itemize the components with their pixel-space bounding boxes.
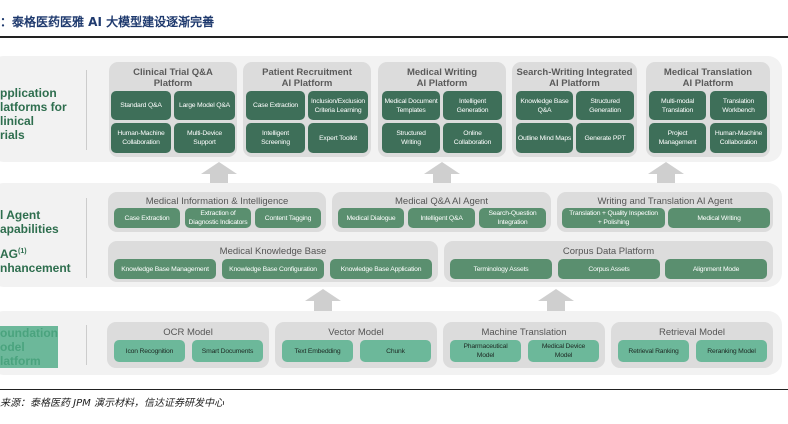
group-title: Medical Translation AI Platform bbox=[663, 67, 753, 89]
cell: Extraction of Diagnostic Indicators bbox=[185, 208, 251, 228]
group-title: OCR Model bbox=[163, 327, 213, 338]
foundation-layer-label: oundation odel latform bbox=[0, 326, 58, 368]
application-layer-label: pplication latforms for linical rials bbox=[0, 86, 67, 142]
cell: Knowledge Base Application bbox=[330, 259, 432, 279]
cell: Intelligent Generation bbox=[443, 91, 502, 120]
group-title: Medical Q&A AI Agent bbox=[395, 196, 488, 207]
group-title: Patient Recruitment AI Platform bbox=[262, 67, 352, 89]
cell: Expert Toolkit bbox=[308, 123, 368, 153]
cell: Corpus Assets bbox=[558, 259, 660, 279]
agent-layer-label: l Agent apabilities bbox=[0, 208, 59, 236]
group-title: Machine Translation bbox=[481, 327, 567, 338]
cell: Retrieval Ranking bbox=[618, 340, 689, 362]
rag-layer-label: AG(1) nhancement bbox=[0, 245, 71, 275]
group-medical-translation: Medical Translation AI Platform Multi-mo… bbox=[646, 62, 770, 157]
group-writing-translation-agent: Writing and Translation AI Agent Transla… bbox=[557, 192, 773, 232]
source-note: 来源：泰格医药 JPM 演示材料，信达证券研发中心 bbox=[0, 398, 224, 409]
cell: Project Management bbox=[649, 123, 706, 153]
group-machine-translation: Machine Translation Pharmaceutical Model… bbox=[443, 322, 605, 368]
cell: Multi-Device Support bbox=[174, 123, 235, 153]
group-retrieval-model: Retrieval Model Retrieval Ranking Rerank… bbox=[611, 322, 773, 368]
rag-footnote: (1) bbox=[18, 248, 27, 255]
cell: Translation Workbench bbox=[710, 91, 767, 120]
cell: Knowledge Base Q&A bbox=[516, 91, 573, 120]
group-medical-qa-agent: Medical Q&A AI Agent Medical Dialogue In… bbox=[332, 192, 551, 232]
cell: Case Extraction bbox=[114, 208, 180, 228]
cell: Multi-modal Translation bbox=[649, 91, 706, 120]
up-arrow-icon bbox=[538, 289, 574, 311]
cell: Outline Mind Maps bbox=[516, 123, 573, 153]
group-title: Medical Knowledge Base bbox=[219, 246, 327, 257]
cell: Human-Machine Collaboration bbox=[710, 123, 767, 153]
group-ocr-model: OCR Model Icon Recognition Smart Documen… bbox=[107, 322, 269, 368]
cell: Structured Writing bbox=[382, 123, 440, 153]
group-title: Medical Information & Intelligence bbox=[145, 196, 289, 207]
group-title: Vector Model bbox=[328, 327, 384, 338]
cell: Human-Machine Collaboration bbox=[111, 123, 171, 153]
cell: Knowledge Base Management bbox=[114, 259, 216, 279]
group-patient-recruitment: Patient Recruitment AI Platform Case Ext… bbox=[243, 62, 371, 157]
cell: Standard Q&A bbox=[111, 91, 171, 120]
cell: Large Model Q&A bbox=[174, 91, 235, 120]
group-title: Corpus Data Platform bbox=[562, 246, 655, 257]
group-title: Clinical Trial Q&A Platform bbox=[133, 67, 213, 89]
group-title: Retrieval Model bbox=[659, 327, 725, 338]
group-medical-writing: Medical Writing AI Platform Medical Docu… bbox=[378, 62, 506, 157]
layer-divider bbox=[86, 70, 87, 150]
cell: Reranking Model bbox=[696, 340, 767, 362]
cell: Medical Document Templates bbox=[382, 91, 440, 120]
up-arrow-icon bbox=[648, 162, 684, 184]
source-divider bbox=[0, 389, 788, 390]
up-arrow-icon bbox=[201, 162, 237, 184]
cell: Intelligent Screening bbox=[246, 123, 305, 153]
cell: Knowledge Base Configuration bbox=[222, 259, 324, 279]
layer-divider bbox=[86, 325, 87, 365]
cell: Pharmaceutical Model bbox=[450, 340, 521, 362]
up-arrow-icon bbox=[305, 289, 341, 311]
cell: Case Extraction bbox=[246, 91, 305, 120]
cell: Chunk bbox=[360, 340, 431, 362]
group-title: Writing and Translation AI Agent bbox=[597, 196, 733, 207]
group-corpus-data-platform: Corpus Data Platform Terminology Assets … bbox=[444, 241, 773, 282]
cell: Medical Writing bbox=[668, 208, 770, 228]
cell: Medical Dialogue bbox=[338, 208, 404, 228]
group-medical-information: Medical Information & Intelligence Case … bbox=[108, 192, 326, 232]
group-title: Search-Writing Integrated AI Platform bbox=[516, 67, 633, 89]
cell: Generate PPT bbox=[576, 123, 634, 153]
rag-label-main: AG bbox=[0, 247, 18, 261]
group-title: Medical Writing AI Platform bbox=[406, 67, 478, 89]
group-clinical-trial-qa: Clinical Trial Q&A Platform Standard Q&A… bbox=[109, 62, 237, 157]
figure-title: ：泰格医药医雅 AI 大模型建设逐渐完善 bbox=[0, 15, 215, 29]
group-search-writing: Search-Writing Integrated AI Platform Kn… bbox=[512, 62, 637, 157]
title-divider bbox=[0, 36, 788, 38]
up-arrow-icon bbox=[424, 162, 460, 184]
group-medical-knowledge-base: Medical Knowledge Base Knowledge Base Ma… bbox=[108, 241, 438, 282]
rag-label-rest: nhancement bbox=[0, 261, 71, 275]
cell: Alignment Mode bbox=[665, 259, 767, 279]
cell: Translation + Quality Inspection + Polis… bbox=[562, 208, 665, 228]
cell: Inclusion/Exclusion Criteria Learning bbox=[308, 91, 368, 120]
cell: Online Collaboration bbox=[443, 123, 502, 153]
cell: Search-Question Integration bbox=[479, 208, 546, 228]
group-vector-model: Vector Model Text Embedding Chunk bbox=[275, 322, 437, 368]
cell: Intelligent Q&A bbox=[408, 208, 475, 228]
cell: Structured Generation bbox=[576, 91, 634, 120]
layer-divider bbox=[86, 198, 87, 278]
cell: Content Tagging bbox=[255, 208, 321, 228]
cell: Medical Device Model bbox=[528, 340, 599, 362]
cell: Smart Documents bbox=[192, 340, 263, 362]
cell: Icon Recognition bbox=[114, 340, 185, 362]
cell: Terminology Assets bbox=[450, 259, 552, 279]
cell: Text Embedding bbox=[282, 340, 353, 362]
